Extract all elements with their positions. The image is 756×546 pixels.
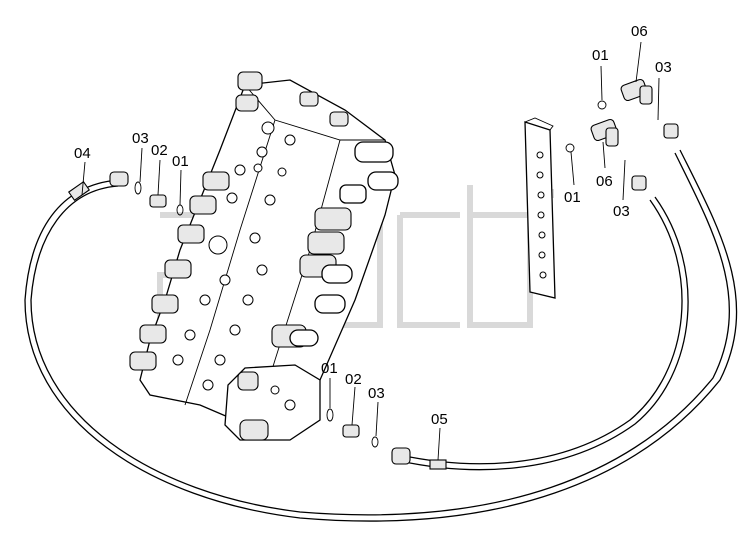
label-03-mid: 03: [613, 203, 630, 220]
control-valve-block: [129, 71, 399, 441]
label-05: 05: [431, 411, 448, 428]
valve-right-fittings: [271, 141, 399, 348]
label-04: 04: [74, 145, 91, 162]
label-02-bottom: 02: [345, 371, 362, 388]
fittings-top-right: [565, 78, 679, 191]
fittings-left: [134, 181, 184, 216]
label-06-top: 06: [631, 23, 648, 40]
valve-block-holes: [172, 121, 296, 391]
valve-left-fittings: [129, 171, 230, 371]
callout-labels: 01 06 03 01 06 03 04 03 02 01 01 02 03 0…: [74, 23, 672, 428]
fittings-bottom: [326, 408, 379, 448]
leader-lines: [81, 41, 660, 461]
label-01-top: 01: [592, 47, 609, 64]
valve-bottom-manifold: [224, 364, 321, 441]
label-01-left: 01: [172, 153, 189, 170]
mounting-bracket: [524, 117, 556, 299]
label-03-left: 03: [132, 130, 149, 147]
valve-top-fittings: [235, 71, 349, 127]
label-01-bottom: 01: [321, 360, 338, 377]
label-02-left: 02: [151, 142, 168, 159]
label-01-mid: 01: [564, 189, 581, 206]
label-06-mid: 06: [596, 173, 613, 190]
hose-04: [24, 149, 738, 522]
label-03-top: 03: [655, 59, 672, 76]
label-03-bottom: 03: [368, 385, 385, 402]
